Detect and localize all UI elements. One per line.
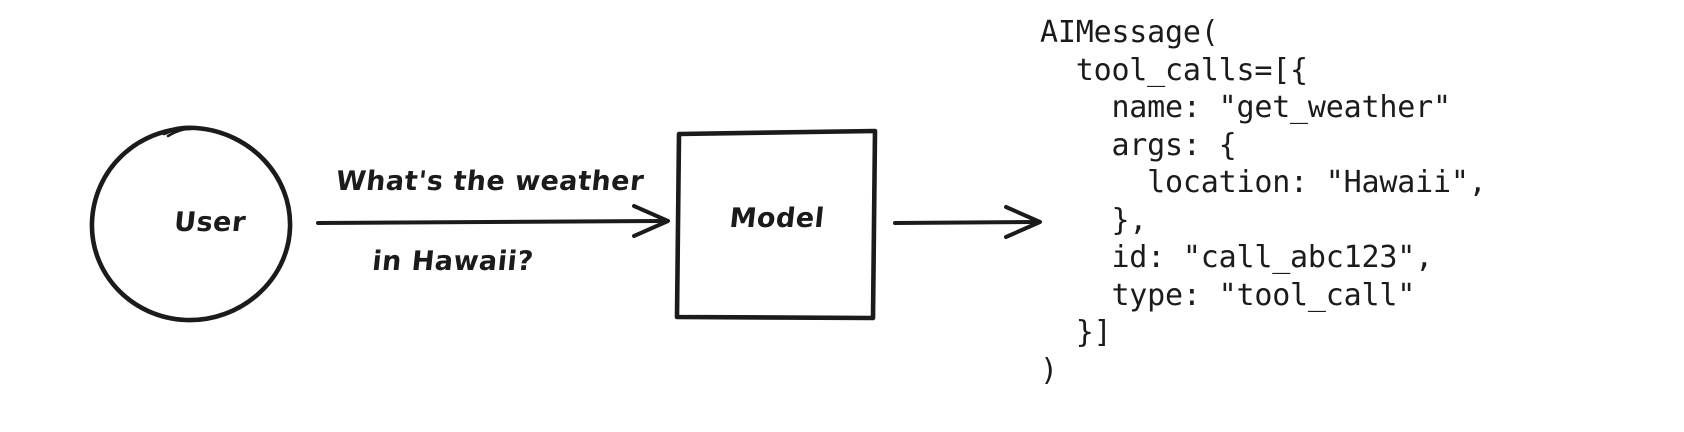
code-line: }] <box>1040 315 1112 350</box>
user-node-circle[interactable] <box>89 125 293 323</box>
code-line: ) <box>1040 352 1058 388</box>
model-node-box[interactable] <box>674 128 878 321</box>
code-line: name: "get_weather" <box>1040 90 1451 125</box>
arrow-user-to-model <box>316 204 670 238</box>
edge-label-line-2: in Hawaii? <box>370 246 536 277</box>
code-line: }, <box>1040 202 1148 238</box>
code-line: id: "call_abc123", <box>1040 240 1433 275</box>
code-line: type: "tool_call" <box>1040 277 1416 313</box>
code-line: args: { <box>1040 127 1237 163</box>
user-node-label: User <box>172 207 248 238</box>
edge-label-user-to-model: What's the weather in Hawaii? <box>277 122 645 362</box>
arrow-model-to-output <box>893 205 1042 239</box>
code-line: AIMessage( <box>1040 15 1219 50</box>
ai-message-code-block: AIMessage( tool_calls=[{ name: "get_weat… <box>1040 14 1487 389</box>
edge-label-line-1: What's the weather <box>334 166 646 197</box>
model-node-label: Model <box>727 203 827 234</box>
code-line: location: "Hawaii", <box>1040 165 1487 200</box>
code-line: tool_calls=[{ <box>1040 52 1308 88</box>
